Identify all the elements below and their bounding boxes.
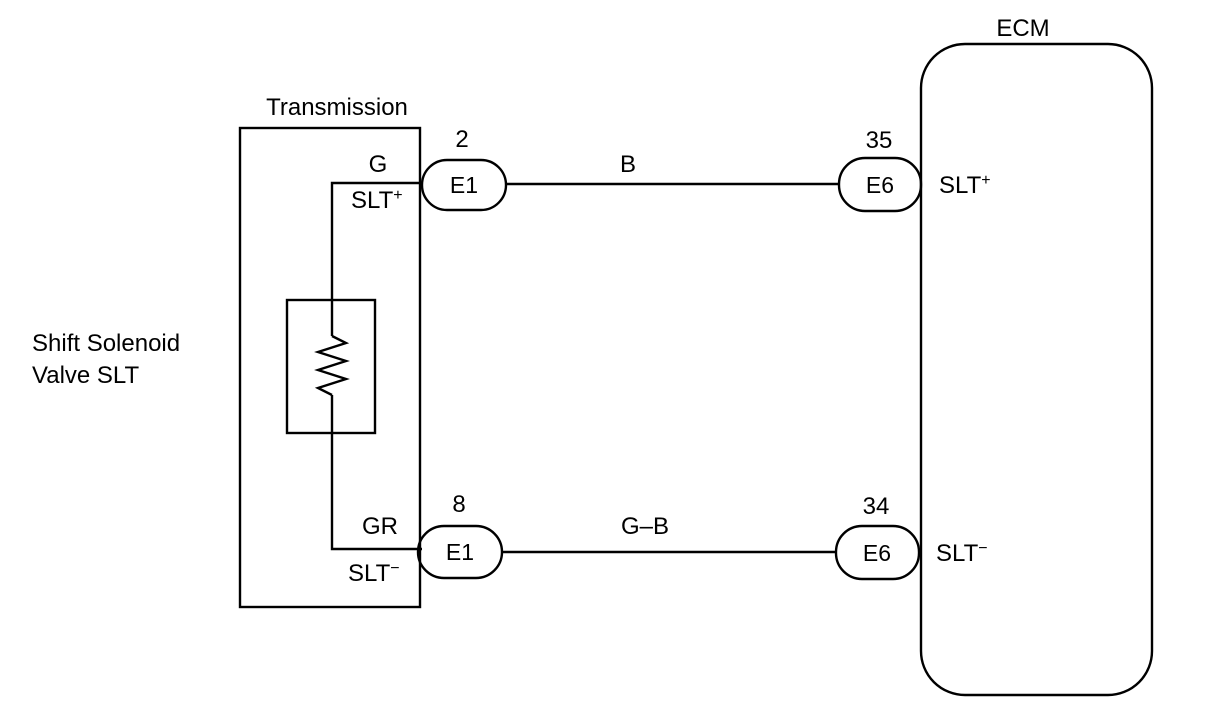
transmission-title: Transmission <box>266 94 408 121</box>
connector-e6-minus-label: E6 <box>863 540 891 566</box>
pin-trans-minus: 8 <box>452 491 465 518</box>
connector-e1-plus-label: E1 <box>450 172 478 198</box>
ecm-title: ECM <box>996 15 1049 42</box>
wire-color-minus: G–B <box>621 513 669 540</box>
wire-color-plus: B <box>620 151 636 178</box>
terminal-trans-minus: SLT− <box>348 560 400 587</box>
internal-wire-minus <box>330 395 422 551</box>
pin-ecm-plus: 35 <box>866 127 893 154</box>
solenoid-label-line1: Shift Solenoid <box>32 330 180 357</box>
solenoid-label-line2: Valve SLT <box>32 362 139 389</box>
terminal-ecm-minus: SLT− <box>936 540 988 567</box>
pin-trans-plus: 2 <box>455 126 468 153</box>
connector-e1-minus-label: E1 <box>446 539 474 565</box>
terminal-ecm-plus: SLT+ <box>939 172 991 199</box>
internal-wire-plus <box>330 181 422 336</box>
terminal-trans-plus: SLT+ <box>351 187 403 214</box>
transmission-box <box>238 126 422 609</box>
solenoid-coil <box>314 334 350 397</box>
pin-ecm-minus: 34 <box>863 493 890 520</box>
ecm-box <box>919 42 1154 697</box>
wire-color-trans-minus: GR <box>362 513 398 540</box>
connector-e6-plus-label: E6 <box>866 172 894 198</box>
wire-color-trans-plus: G <box>369 151 388 178</box>
